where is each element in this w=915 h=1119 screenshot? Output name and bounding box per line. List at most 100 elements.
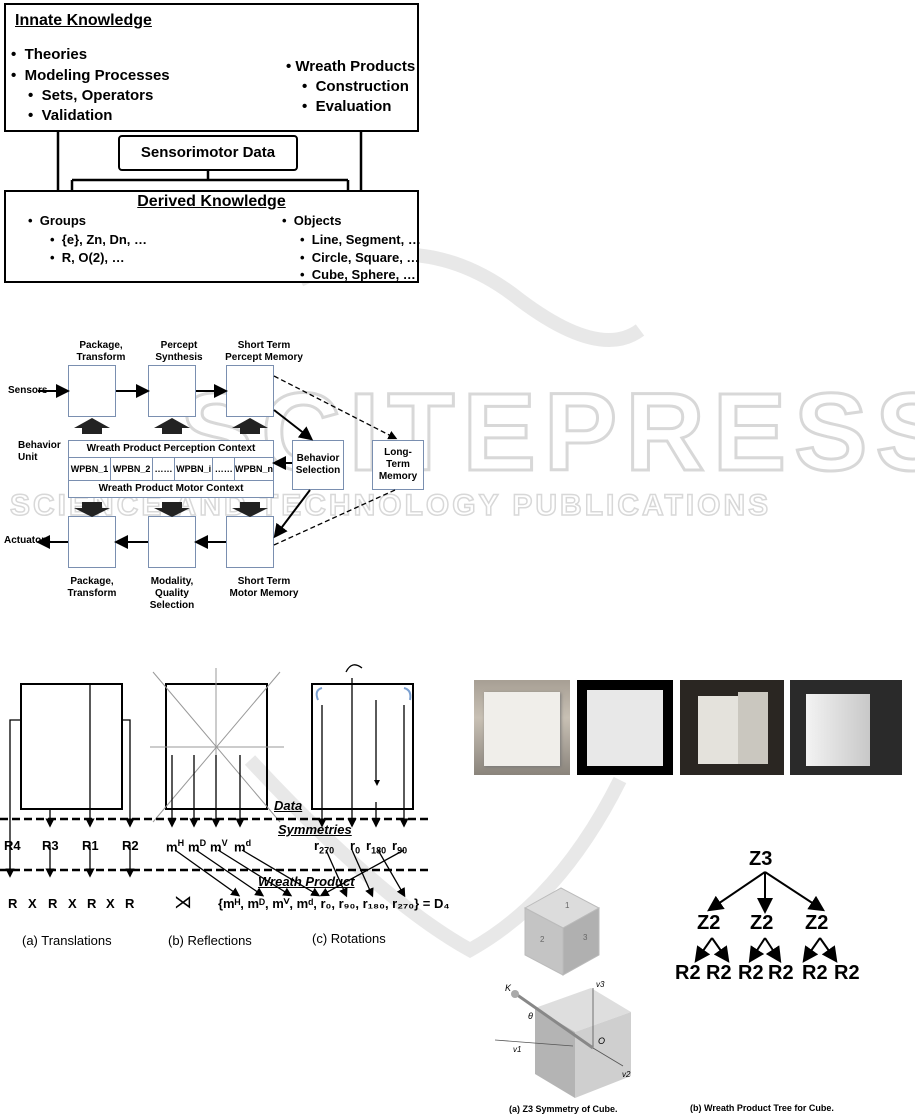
wpbn-gap-2: …… — [213, 458, 235, 480]
prod-6: R — [125, 896, 135, 911]
objects-sub-2-label: Circle, Square, … — [311, 250, 420, 265]
wreath-products-label: Wreath Products — [295, 58, 416, 75]
motor-context-label: Wreath Product Motor Context — [98, 483, 244, 494]
cube-face-1: 1 — [565, 901, 570, 910]
tree-leaf-2: R2 — [706, 962, 732, 984]
sensorimotor-label: Sensorimotor Data — [140, 144, 276, 161]
objects-sub-2: • Circle, Square, … — [300, 250, 420, 265]
groups-sub-2: • R, O(2), … — [50, 250, 125, 265]
axis-v3: v3 — [596, 980, 605, 989]
construction-item: • Construction — [302, 78, 409, 95]
wreath-product-label: Wreath Product — [258, 874, 355, 889]
photo-cube-angle — [680, 680, 784, 775]
rot-180-r: r — [366, 838, 372, 853]
cube-face-2: 2 — [540, 935, 545, 944]
caption-z3-symmetry: (a) Z3 Symmetry of Cube. — [509, 1104, 618, 1114]
trans-r2: R2 — [122, 838, 139, 853]
wpbn-2: WPBN_2 — [111, 458, 154, 480]
objects-sub-1-label: Line, Segment, … — [311, 232, 421, 247]
tree-z2-1: Z2 — [697, 912, 721, 934]
percept-memory-box — [226, 365, 274, 417]
package-transform-box-top — [68, 365, 116, 417]
refl-mv-sup: V — [221, 838, 228, 848]
sensorimotor-box: Sensorimotor Data — [118, 135, 298, 171]
photo-cube-front-fabric — [484, 692, 560, 766]
objects-item: • Objects — [282, 213, 342, 228]
long-term-memory-box: Long-Term Memory — [372, 440, 424, 490]
rot-90: r90 — [392, 838, 407, 856]
tree-leaf-4: R2 — [768, 962, 794, 984]
refl-md: mD — [188, 838, 206, 854]
prod-5: X — [106, 896, 115, 911]
wreath-products-item: • Wreath Products — [286, 58, 416, 75]
tree-leaf-5: R2 — [802, 962, 828, 984]
rot-270: r270 — [314, 838, 334, 856]
wreath-diagram — [0, 664, 430, 898]
tree-root-z3: Z3 — [749, 848, 773, 870]
caption-translations: (a) Translations — [22, 933, 112, 948]
rot-0-sub: 0 — [355, 845, 361, 856]
architecture-arrows — [36, 375, 398, 549]
wpbn-row: WPBN_1 WPBN_2 …… WPBN_i …… WPBN_n — [69, 457, 273, 481]
photo-depth-front-shape — [587, 690, 663, 766]
wpbn-i: WPBN_i — [175, 458, 214, 480]
groups-sub-1-label: {e}, Zn, Dn, … — [61, 232, 148, 247]
prod-2: R — [48, 896, 58, 911]
objects-sub-3-label: Cube, Sphere, … — [311, 267, 416, 282]
refl-md-sup: D — [199, 838, 207, 848]
trans-r4: R4 — [4, 838, 21, 853]
axis-v1: v1 — [513, 1045, 522, 1054]
refl-mh-sup: H — [177, 838, 185, 848]
caption-wreath-tree: (b) Wreath Product Tree for Cube. — [690, 1103, 834, 1113]
caption-reflections: (b) Reflections — [168, 933, 252, 948]
prod-1: X — [28, 896, 37, 911]
perception-context-label: Wreath Product Perception Context — [86, 443, 256, 454]
rot-180-sub: 180 — [371, 845, 387, 856]
tree-leaf-1: R2 — [675, 962, 701, 984]
product-formula: {mᴴ, mᴰ, mⱽ, mᵈ, r₀, r₉₀, r₁₈₀, r₂₇₀} = … — [218, 896, 450, 911]
percept-synthesis-box — [148, 365, 196, 417]
objects-sub-1: • Line, Segment, … — [300, 232, 421, 247]
prod-0: R — [8, 896, 18, 911]
bottom-label-1: Package, Transform — [67, 576, 117, 599]
rot-90-sub: 90 — [397, 845, 408, 856]
behavior-unit-label: Behavior Unit — [18, 440, 61, 463]
data-label: Data — [274, 798, 303, 813]
construction-label: Construction — [315, 78, 409, 95]
rot-0-r: r — [350, 838, 356, 853]
prod-4: R — [87, 896, 97, 911]
refl-mh-m: m — [166, 839, 178, 855]
refl-md-small-sup: d — [245, 838, 252, 848]
trans-r3: R3 — [42, 838, 59, 853]
axis-theta: θ — [528, 1011, 533, 1021]
semidirect-symbol: ⋊ — [174, 892, 192, 912]
theories-label: Theories — [24, 46, 88, 63]
sensors-label: Sensors — [8, 385, 48, 396]
refl-mv-m: m — [210, 839, 222, 855]
objects-sub-3: • Cube, Sphere, … — [300, 267, 416, 282]
theories-item: • Theories — [11, 46, 88, 63]
rot-270-sub: 270 — [319, 845, 335, 856]
top-label-3: Short Term Percept Memory — [225, 340, 303, 363]
long-term-memory-label: Long-Term Memory — [378, 447, 418, 482]
refl-mv: mV — [210, 838, 228, 854]
photo-cube-front — [474, 680, 570, 775]
symmetries-label: Symmetries — [278, 822, 352, 837]
groups-label: Groups — [39, 213, 87, 228]
rot-180: r180 — [366, 838, 386, 856]
prod-3: X — [68, 896, 77, 911]
photo-depth-angle-shape — [806, 694, 870, 766]
photo-depth-front — [577, 680, 673, 775]
top-label-2: Percept Synthesis — [155, 340, 203, 363]
groups-sub-2-label: R, O(2), … — [61, 250, 125, 265]
modeling-item: • Modeling Processes — [11, 67, 170, 84]
top-arrows — [48, 132, 371, 200]
refl-md-small-m: m — [234, 839, 246, 855]
innate-knowledge-box: Innate Knowledge • Theories • Modeling P… — [4, 3, 419, 132]
axis-k: K — [505, 983, 512, 993]
refl-mh: mH — [166, 838, 184, 854]
axis-o: O — [598, 1036, 606, 1046]
tree-leaf-6: R2 — [834, 962, 860, 984]
actuators-label: Actuators — [4, 535, 51, 546]
behavior-selection-box: Behavior Selection — [292, 440, 344, 490]
